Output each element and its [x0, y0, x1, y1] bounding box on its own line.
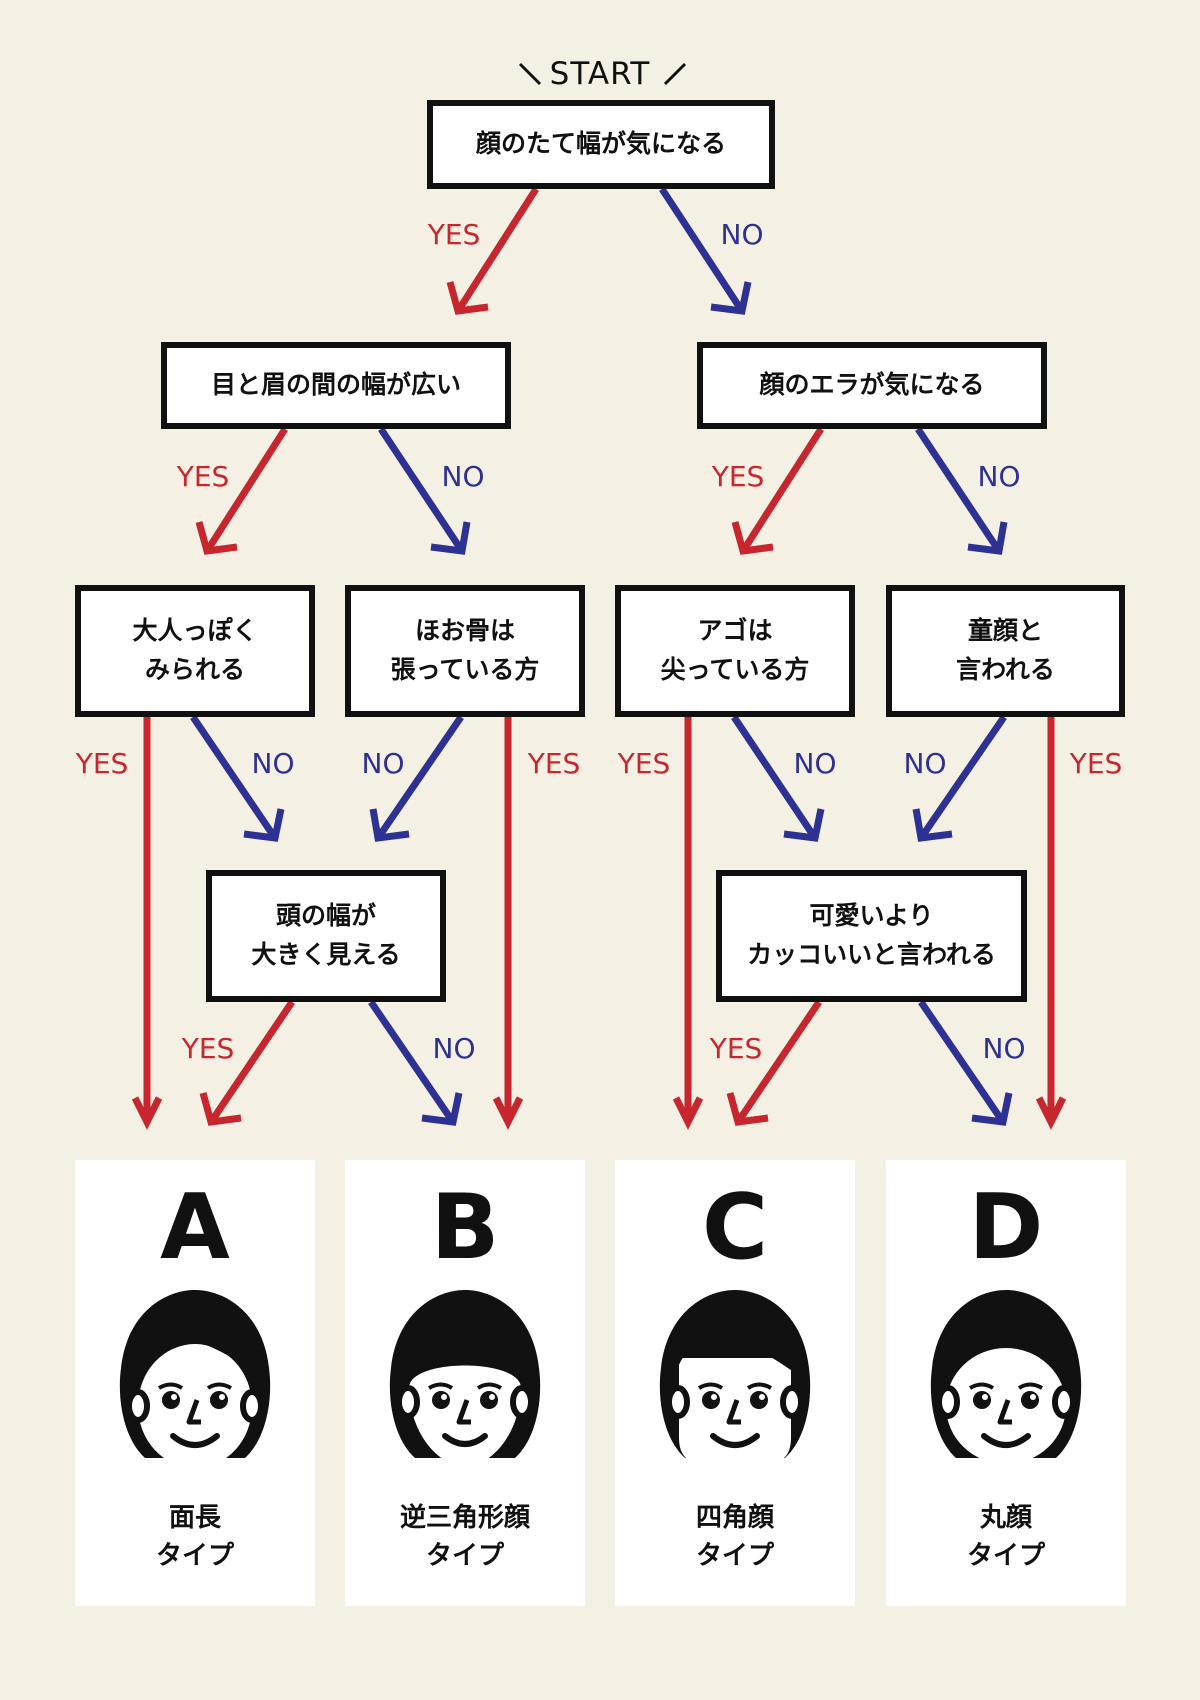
woman-face-icon — [930, 1290, 1082, 1464]
arrow-q5-no — [375, 715, 464, 840]
question-text: 目と眉の間の幅が広い — [210, 370, 461, 400]
yes-label: YES — [1069, 747, 1123, 780]
question-box-q6: アゴは 尖っている方 — [615, 585, 855, 717]
no-label: NO — [903, 747, 947, 780]
result-type-label: 四角顔 タイプ — [695, 1503, 774, 1571]
question-text: アゴは 尖っている方 — [660, 616, 810, 684]
no-label: NO — [361, 747, 405, 780]
yes-label: YES — [711, 460, 765, 493]
no-label: NO — [982, 1032, 1026, 1065]
woman-face-icon — [119, 1290, 271, 1468]
no-label: NO — [441, 460, 485, 493]
question-box-q5: ほお骨は 張っている方 — [345, 585, 585, 717]
arrow-q1-no — [659, 187, 745, 313]
result-card-a: A 面長 タイプ — [75, 1160, 315, 1606]
no-label: NO — [251, 747, 295, 780]
start-label: START — [549, 56, 651, 92]
woman-face-icon — [659, 1290, 811, 1464]
start-slash-left — [518, 62, 542, 86]
result-type-label: 面長 タイプ — [155, 1503, 234, 1571]
question-text: 顔のエラが気になる — [759, 370, 985, 400]
question-text: 顔のたて幅が気になる — [475, 129, 726, 159]
question-text: 頭の幅が 大きく見える — [251, 901, 401, 969]
arrow-q4-no — [190, 715, 278, 840]
result-letter: B — [430, 1175, 500, 1280]
arrow-q9-no — [918, 1000, 1006, 1124]
question-box-q4: 大人っぽく みられる — [75, 585, 315, 717]
question-box-q3: 顔のエラが気になる — [697, 342, 1047, 429]
question-box-q8: 頭の幅が 大きく見える — [206, 870, 446, 1002]
yes-label: YES — [427, 218, 481, 251]
arrow-q2-yes — [204, 427, 288, 553]
arrow-q2-no — [378, 427, 465, 553]
question-text: 大人っぽく みられる — [132, 616, 258, 684]
question-text: 童顔と 言われる — [956, 616, 1055, 684]
no-label: NO — [720, 218, 764, 251]
yes-label: YES — [75, 747, 129, 780]
result-type-label: 逆三角形顔 タイプ — [399, 1503, 530, 1571]
yes-label: YES — [181, 1032, 235, 1065]
arrow-q6-no — [731, 715, 818, 840]
question-box-q7: 童顔と 言われる — [886, 585, 1125, 717]
result-letter: D — [968, 1175, 1044, 1280]
arrow-q1-yes — [455, 187, 539, 313]
result-card-d: D 丸顔 タイプ — [886, 1160, 1126, 1606]
arrow-q3-no — [915, 427, 1002, 553]
start-slash-right — [663, 62, 687, 86]
arrow-q7-no — [918, 715, 1007, 840]
arrow-q8-no — [368, 1000, 456, 1124]
result-type-label: 丸顔 タイプ — [966, 1503, 1045, 1571]
woman-face-icon — [389, 1290, 541, 1466]
result-card-c: C 四角顔 タイプ — [615, 1160, 855, 1606]
question-box-q2: 目と眉の間の幅が広い — [161, 342, 511, 429]
result-letter: C — [701, 1175, 769, 1280]
yes-label: YES — [617, 747, 671, 780]
result-letter: A — [160, 1175, 230, 1280]
no-label: NO — [432, 1032, 476, 1065]
no-label: NO — [793, 747, 837, 780]
yes-label: YES — [527, 747, 581, 780]
arrow-q3-yes — [740, 427, 824, 553]
no-label: NO — [977, 460, 1021, 493]
yes-label: YES — [176, 460, 230, 493]
question-box-q9: 可愛いより カッコいいと言われる — [716, 870, 1027, 1002]
question-text: ほお骨は 張っている方 — [390, 616, 540, 684]
question-box-q1: 顔のたて幅が気になる — [427, 100, 775, 189]
question-text: 可愛いより カッコいいと言われる — [747, 901, 996, 969]
result-card-b: B 逆三角形顔 タイプ — [345, 1160, 585, 1606]
arrow-q9-yes — [735, 1000, 822, 1124]
yes-label: YES — [709, 1032, 763, 1065]
arrow-q8-yes — [208, 1000, 295, 1124]
